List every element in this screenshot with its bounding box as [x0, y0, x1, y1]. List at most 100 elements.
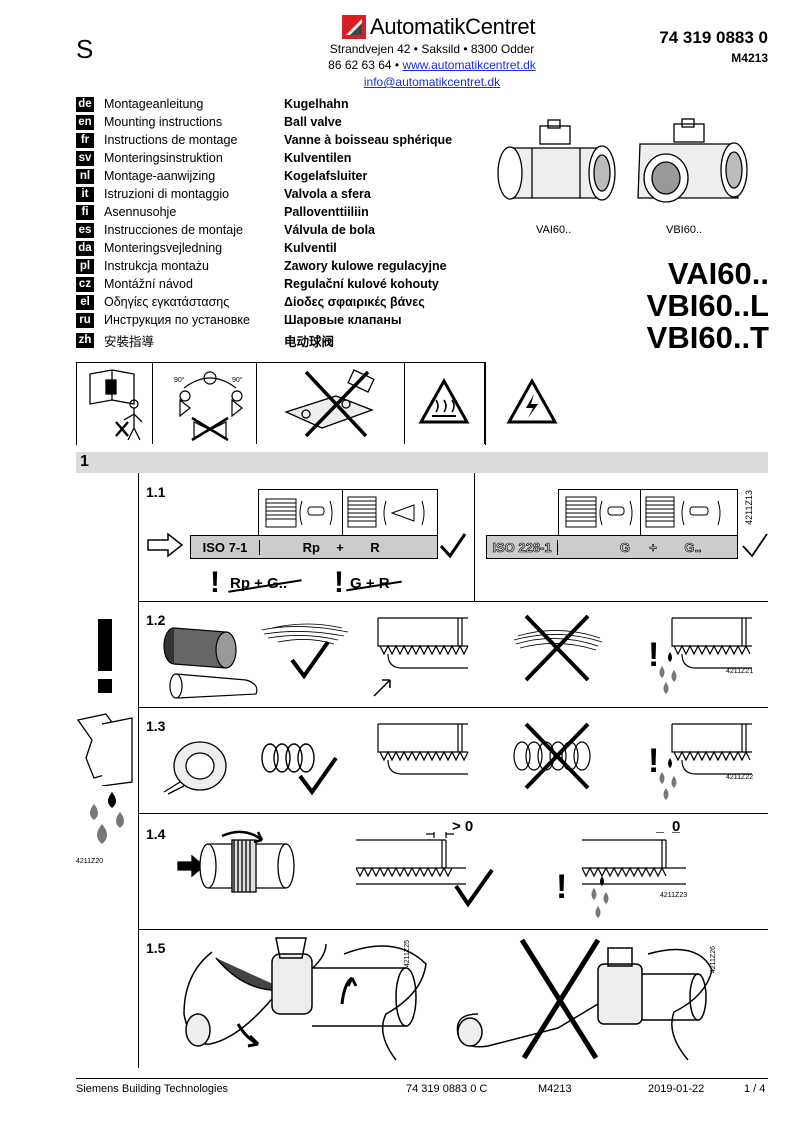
company-phone: 86 62 63 64 •	[328, 58, 400, 72]
ptfe-tape-roll-image	[163, 741, 227, 795]
engagement-leak-diagram	[581, 832, 686, 918]
leaking-thread-diagram	[659, 617, 752, 694]
thread-drawings-left	[265, 496, 425, 528]
company-address: Strandvejen 42 • Saksild • 8300 Odder	[329, 42, 535, 56]
invalid-combo-2: G + R	[346, 575, 402, 592]
hemp-and-paste-image	[163, 627, 258, 699]
leak-exclamation-2: !	[648, 742, 660, 780]
sidebar-divider	[138, 473, 139, 1068]
website-link[interactable]: www.automatikcentret.dk	[402, 58, 536, 72]
language-instruction-label: Istruzioni di montaggio	[104, 187, 230, 201]
leak-exclamation-3: !	[556, 868, 568, 906]
electrical-hazard-warning-icon	[506, 378, 558, 424]
angle-label-right: 90°	[232, 376, 243, 384]
iso-7-1-bar: ISO 7-1 Rp + R	[190, 535, 438, 559]
language-instruction-label: Mounting instructions	[104, 115, 223, 129]
language-product-title: Valvola a sfera	[284, 187, 371, 201]
step-1-4-label: 1.4	[146, 826, 166, 842]
company-contact: 86 62 63 64 • www.automatikcentret.dk	[302, 58, 562, 72]
rotation-positions-icon: 90° 90°	[174, 371, 243, 442]
language-product-title: Kulventil	[284, 241, 337, 255]
language-product-title: Palloventtiiliin	[284, 205, 369, 219]
footer-page: 1 / 4	[744, 1083, 766, 1095]
sidebar-figure-code: 4211Z20	[76, 858, 104, 865]
language-product-title: 电动球阀	[284, 334, 335, 349]
language-instruction-label: Monteringsinstruktion	[104, 151, 223, 165]
gap-zero-label: 0	[672, 818, 681, 835]
language-instruction-label: Monteringsvejledning	[104, 241, 223, 255]
plus-label: +	[336, 539, 344, 555]
too-much-tape-cross-image	[513, 722, 591, 790]
hot-surface-warning-icon	[418, 378, 470, 424]
too-much-hemp-cross-image	[513, 614, 603, 682]
vai60-valve-image	[497, 119, 616, 201]
plus2-label: +	[649, 539, 657, 555]
language-row-sv: sv Monteringsinstruktion Kulventilen	[76, 149, 351, 167]
step-1-1-label: 1.1	[146, 484, 166, 500]
footer-company: Siemens Building Technologies	[76, 1083, 229, 1095]
iso-228-1-label: ISO 228-1	[487, 539, 558, 555]
language-code-badge: pl	[76, 258, 94, 274]
warning-exclamation-2: !	[334, 566, 344, 599]
sealing-tape-icon	[76, 713, 133, 786]
language-product-title: Kugelhahn	[284, 97, 349, 111]
language-code-badge: fi	[76, 204, 94, 220]
language-row-da: da Monteringsvejledning Kulventil	[76, 239, 337, 257]
language-code-badge: fr	[76, 132, 94, 148]
language-code-badge: cz	[76, 276, 94, 292]
angle-label-left: 90°	[174, 376, 185, 384]
step-separator-2	[138, 707, 768, 708]
exclamation-mark-icon	[98, 619, 112, 693]
leaking-tape-diagram	[659, 723, 752, 800]
checkmark-icon	[439, 533, 467, 559]
model-title-3: VBI60..T	[646, 320, 769, 355]
series-letter: S	[76, 34, 94, 64]
language-code-badge: da	[76, 240, 94, 256]
language-product-title: Kulventilen	[284, 151, 352, 165]
thread-wrap-diagram	[373, 617, 469, 697]
step-1-5-label: 1.5	[146, 940, 166, 956]
section-number: 1	[80, 453, 89, 470]
language-instruction-label: Инструкция по установке	[104, 313, 250, 327]
step-separator-1	[138, 601, 768, 602]
vbi60-valve-image	[637, 118, 748, 203]
language-product-title: Zawory kulowe regulacyjne	[284, 259, 447, 273]
no-mounting-actuator-icon	[284, 369, 375, 438]
engagement-ok-diagram	[356, 832, 494, 908]
leak-exclamation-1: !	[648, 636, 660, 674]
iso-228-1-bar: ISO 228-1 G + G..	[486, 535, 738, 559]
language-product-title: Regulační kulové kohouty	[284, 277, 439, 291]
model-title-1: VAI60..	[667, 256, 769, 291]
tape-wrap-diagram	[377, 723, 469, 775]
checkmark-icon-2	[742, 533, 768, 558]
gap-greater-zero-label: > 0	[452, 818, 474, 835]
wrench-correct-image	[183, 937, 427, 1061]
language-code-badge: sv	[76, 150, 94, 166]
step-1-3-label: 1.3	[146, 718, 166, 734]
language-instruction-label: Montage-aanwijzing	[104, 169, 216, 183]
email-row: info@automatikcentret.dk	[302, 75, 562, 89]
footer-doc: 74 319 0883 0 C	[406, 1083, 488, 1095]
warning-exclamation-1: !	[210, 566, 220, 599]
step-1-1-divider	[474, 473, 475, 601]
footer-rule	[76, 1078, 768, 1079]
language-code-badge: es	[76, 222, 94, 238]
wrench-wrong-image	[456, 938, 713, 1061]
step-separator-4	[138, 929, 768, 930]
language-code-badge: zh	[76, 332, 94, 348]
language-code-badge: en	[76, 114, 94, 130]
step-1-5-figure-code-1: 4211Z25	[404, 940, 411, 968]
email-link[interactable]: info@automatikcentret.dk	[363, 75, 501, 89]
language-row-fi: fi Asennusohje Palloventtiiliin	[76, 203, 369, 221]
vai60-caption: VAI60..	[536, 224, 572, 236]
language-instruction-label: Asennusohje	[104, 205, 177, 219]
language-code-badge: nl	[76, 168, 94, 184]
language-instruction-label: Instrucciones de montaje	[104, 223, 243, 237]
